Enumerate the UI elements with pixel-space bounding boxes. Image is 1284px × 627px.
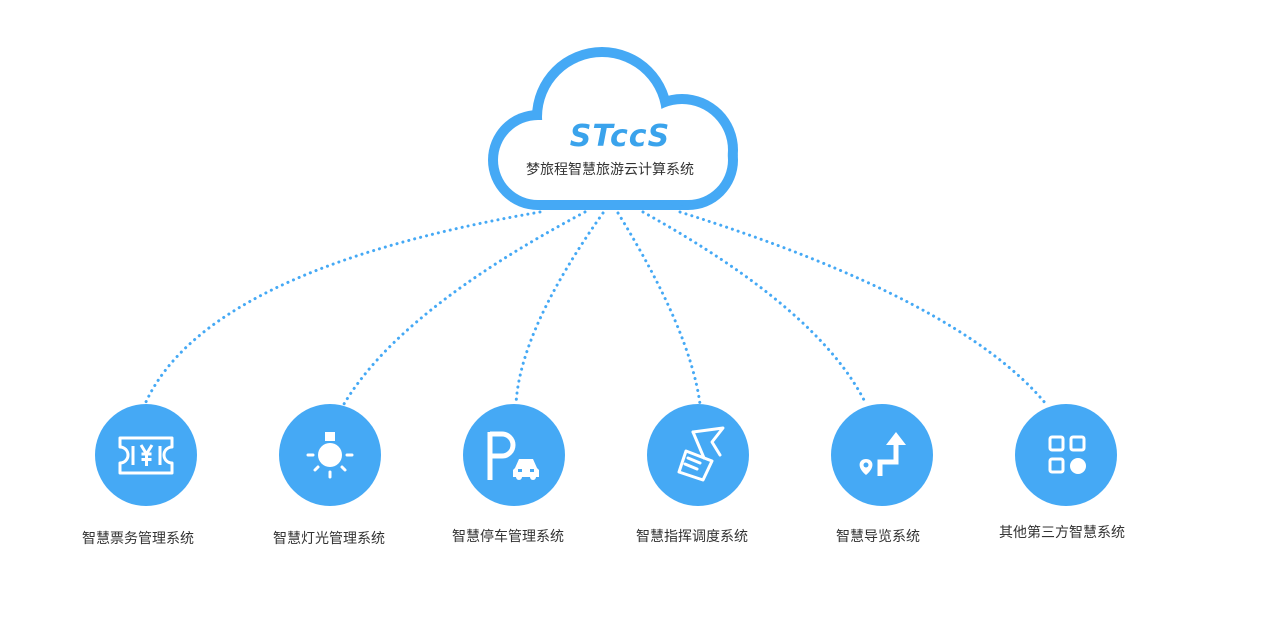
connector-line-2 [342,210,587,406]
parking-icon [487,431,539,480]
connector-line-1 [143,210,542,406]
stccs-logo: STccS [569,119,671,154]
route-icon [859,432,906,476]
connector-line-6 [678,210,1048,406]
cloud-shape [488,47,738,210]
light-icon [306,432,354,479]
node-label-light: 智慧灯光管理系统 [273,531,385,547]
node-label-ticket: 智慧票务管理系统 [82,531,194,547]
node-label-third-party: 其他第三方智慧系统 [999,525,1125,541]
connector-line-4 [616,211,702,406]
connector-line-5 [641,210,868,406]
apps-icon [1048,435,1086,474]
ticket-icon [118,436,174,475]
node-label-guide: 智慧导览系统 [836,529,920,545]
connector-line-3 [514,211,605,406]
node-circle-guide [831,404,933,506]
node-label-parking: 智慧停车管理系统 [452,529,564,545]
node-label-dispatch: 智慧指挥调度系统 [636,529,748,545]
node-circle-parking [463,404,565,506]
node-circle-third-party [1015,404,1117,506]
cloud-title: 梦旅程智慧旅游云计算系统 [526,162,694,178]
flag-hand-icon [677,426,725,482]
